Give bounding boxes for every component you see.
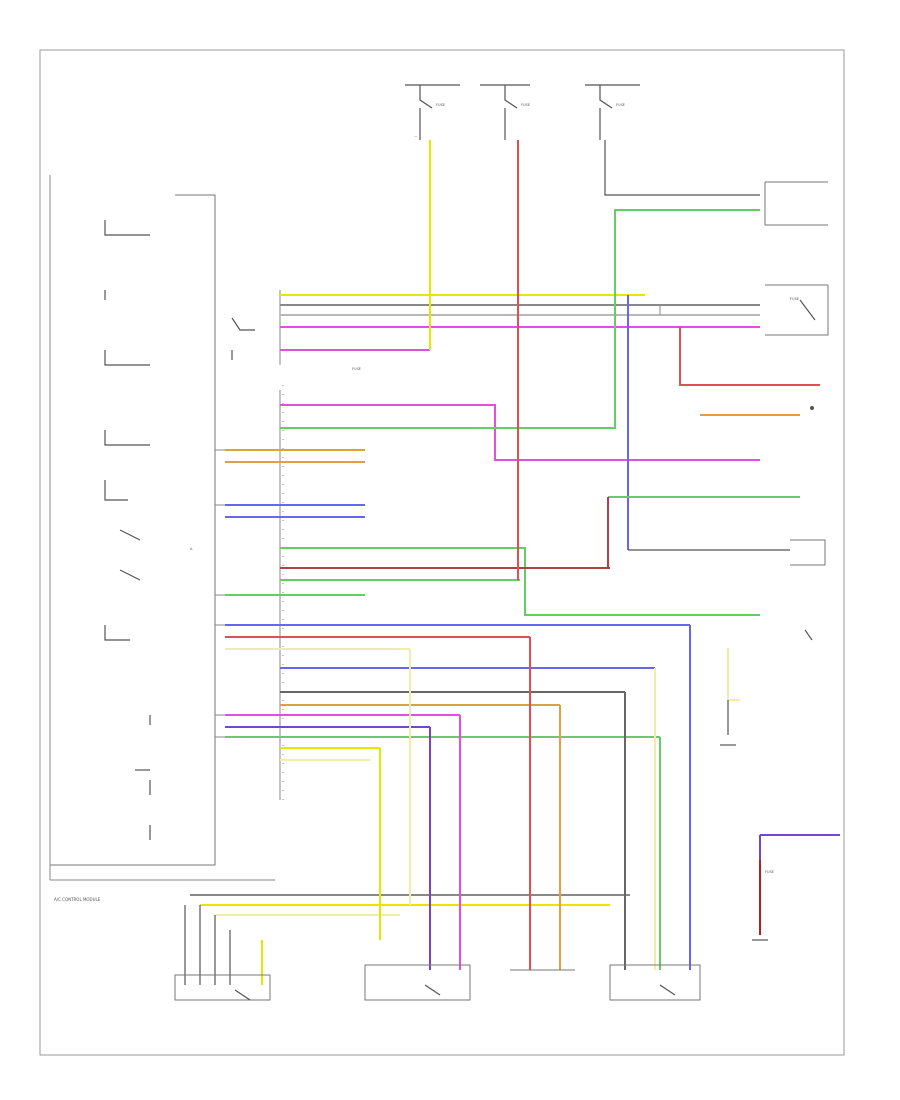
wire-paleyellow-right: [727, 648, 740, 701]
module-switch-top: [231, 317, 255, 331]
svg-text:A: A: [190, 547, 193, 551]
top-fuse-feeds: FUSE FUSE FUSE —: [405, 84, 640, 140]
right-component-box-2: [790, 539, 826, 566]
bottom-switch-1: [364, 964, 471, 1001]
internal-switch-1: [104, 480, 128, 501]
fuse-switch-left: [419, 85, 433, 109]
bottom-connectors: FUSE FUSE: [174, 367, 840, 1001]
fuse-label-right: FUSE: [616, 103, 625, 107]
bottom-motor-1: [609, 964, 701, 1001]
wire-red-right: [679, 327, 820, 386]
harness-wires: [215, 209, 760, 761]
diagram-frame: [39, 49, 845, 1056]
connector-pins: [279, 290, 284, 800]
right-sensor-box-1: [764, 181, 828, 226]
wire-green-2: [280, 547, 760, 616]
internal-lamp-1: [104, 220, 150, 236]
wire-green-1: [280, 209, 760, 429]
internal-lamp-2: [104, 350, 150, 366]
fuse-label-left: FUSE: [436, 103, 445, 107]
internal-switch-2: [104, 625, 130, 641]
fuse-switch-mid: [504, 85, 518, 109]
svg-text:—: —: [414, 134, 418, 138]
right-relay-box: [765, 284, 829, 336]
vertical-feeds: [429, 140, 820, 580]
fuse-label-low: FUSE: [352, 367, 361, 371]
bottom-sensor-1: [174, 974, 271, 1001]
wire-gray-feed: [604, 140, 760, 196]
control-module-label: A/C CONTROL MODULE: [54, 897, 101, 902]
relay-switch: [799, 299, 816, 321]
fuse-label-bottom-right: FUSE: [765, 870, 774, 874]
ac-control-module: A/C CONTROL MODULE A: [49, 175, 275, 902]
fuse-switch-right: [599, 85, 613, 109]
relay-label: FUSE: [790, 297, 799, 301]
wire-magenta-3: [280, 404, 760, 461]
fuse-label-mid: FUSE: [521, 103, 530, 107]
right-components: FUSE: [720, 181, 829, 746]
